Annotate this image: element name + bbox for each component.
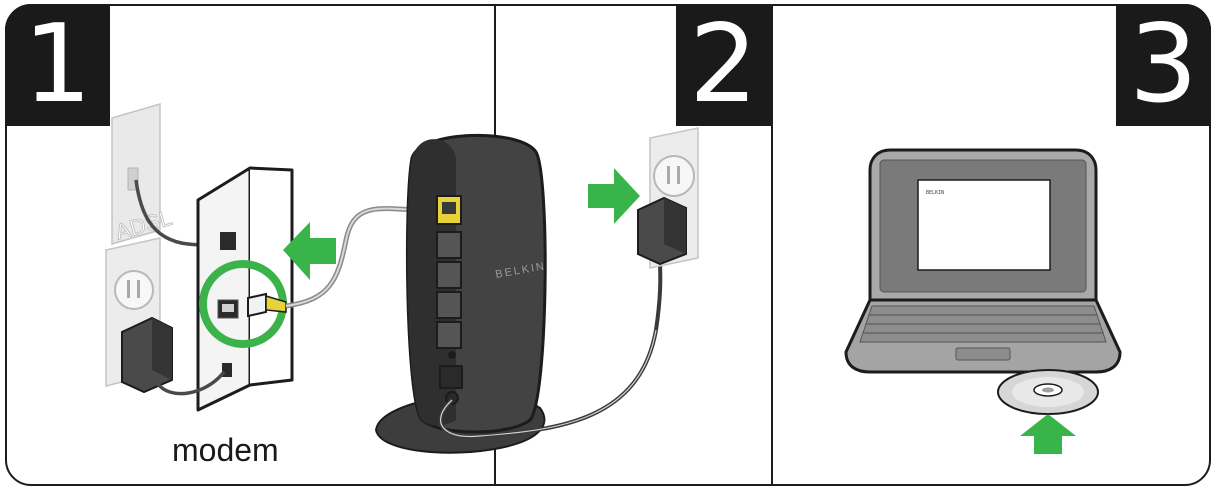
ethernet-plug [247, 292, 287, 318]
step-1-badge: 1 [5, 4, 110, 126]
router-lan-port [436, 291, 462, 319]
panel-divider-2 [771, 4, 773, 486]
laptop-screen-label: BELKIN [926, 190, 944, 196]
router-lan-port [436, 321, 462, 349]
router-lan-port [436, 261, 462, 289]
arrow-icon-to-outlet [588, 168, 640, 224]
router-device: BELKIN [405, 133, 547, 434]
laptop-screen [917, 179, 1051, 271]
router-power-adapter [637, 196, 687, 266]
step-3-badge: 3 [1116, 4, 1211, 126]
adsl-wall-plate: ADSL [111, 103, 175, 245]
arrow-icon-to-cd [1020, 414, 1076, 454]
modem-power-adapter [121, 316, 226, 396]
step-2-badge: 2 [676, 4, 771, 126]
router-lan-port [436, 231, 462, 259]
laptop-device: BELKIN [844, 148, 1122, 374]
arrow-icon-to-modem [283, 222, 336, 280]
modem-caption: modem [172, 432, 279, 468]
cd-disc-icon [997, 369, 1099, 415]
laptop-trackpad [955, 347, 1011, 361]
